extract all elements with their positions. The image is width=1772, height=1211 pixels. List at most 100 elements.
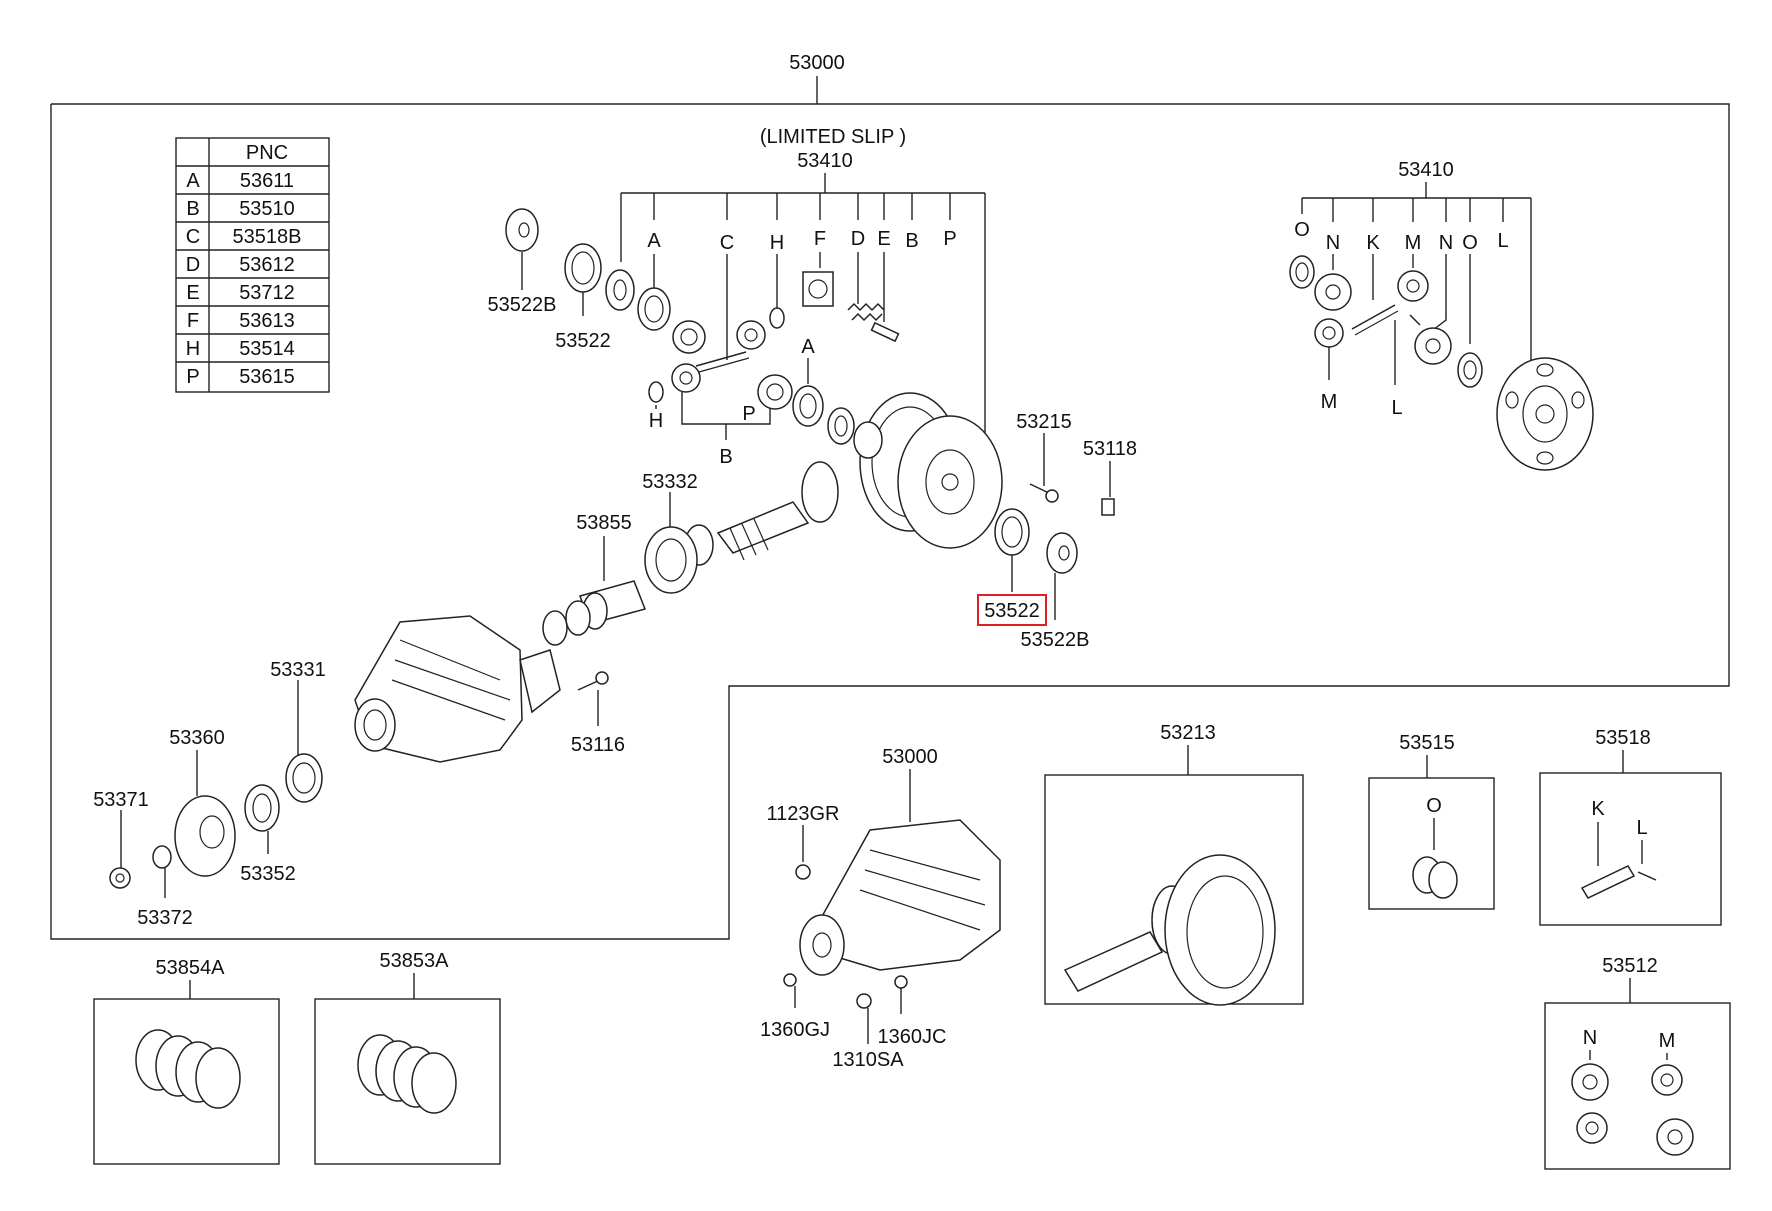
highlight-box-53522 <box>977 594 1047 626</box>
std-pin-l[interactable] <box>1409 314 1421 326</box>
label-53512[interactable]: 53512 <box>1602 955 1658 977</box>
label-53854a[interactable]: 53854A <box>156 957 226 979</box>
label-53000-top[interactable]: 53000 <box>789 52 845 74</box>
lsd-shim-h-lower[interactable] <box>648 381 664 403</box>
gear-kit-side-gear-2[interactable] <box>1656 1118 1694 1156</box>
std-lower-letter-m: M <box>1321 391 1338 413</box>
label-53371[interactable]: 53371 <box>93 789 149 811</box>
label-53410-lsd[interactable]: 53410 <box>797 150 853 172</box>
lsd-clutch-plate-a2[interactable] <box>792 385 824 427</box>
lsd-pinion-gear-left[interactable] <box>671 363 701 393</box>
lsd-pinion-shaft[interactable] <box>695 351 747 367</box>
std-thrust-washer-o2[interactable] <box>1457 352 1483 388</box>
bearing-53332[interactable] <box>644 526 698 594</box>
carrier-housing[interactable] <box>354 615 523 763</box>
gear-kit-pinion-2[interactable] <box>1576 1112 1608 1144</box>
label-53352[interactable]: 53352 <box>240 863 296 885</box>
lsd-spring-d[interactable] <box>847 302 885 312</box>
lsd-pin-e[interactable] <box>870 321 900 343</box>
label-53360[interactable]: 53360 <box>169 727 225 749</box>
pnc-value-f[interactable]: 53613 <box>239 310 295 332</box>
bearing-53522-right[interactable] <box>994 508 1030 556</box>
pnc-header: PNC <box>246 142 288 164</box>
nut-1360gj[interactable] <box>783 973 797 987</box>
oil-seal-53352[interactable] <box>244 784 280 832</box>
std-letter-k: K <box>1366 232 1380 254</box>
label-53118[interactable]: 53118 <box>1083 438 1137 460</box>
label-53853a[interactable]: 53853A <box>380 950 450 972</box>
std-pinion-m1[interactable] <box>1397 270 1429 302</box>
lsd-block-f[interactable] <box>802 271 834 307</box>
flange-53360[interactable] <box>174 795 236 877</box>
drive-pinion-shaft[interactable] <box>716 501 810 554</box>
label-53000-carrier[interactable]: 53000 <box>882 746 938 768</box>
washer-53522b-left[interactable] <box>505 208 539 252</box>
pnc-key-b: B <box>186 198 199 220</box>
label-53213[interactable]: 53213 <box>1160 722 1216 744</box>
lsd-clutch-plate-a[interactable] <box>637 287 671 331</box>
pnc-value-a[interactable]: 53611 <box>240 170 294 192</box>
lsd-letter-f: F <box>814 228 826 250</box>
pnc-value-c[interactable]: 53518B <box>233 226 302 248</box>
lsd-lower-letter-a: A <box>801 336 815 358</box>
lsd-thrust-washer-right[interactable] <box>827 407 855 445</box>
label-53332[interactable]: 53332 <box>642 471 698 493</box>
label-1360jc[interactable]: 1360JC <box>878 1026 947 1048</box>
label-53116[interactable]: 53116 <box>571 734 625 756</box>
pnc-value-b[interactable]: 53510 <box>239 198 295 220</box>
label-53518[interactable]: 53518 <box>1595 727 1651 749</box>
label-53522b-left[interactable]: 53522B <box>488 294 557 316</box>
gear-kit-side-gear-1[interactable] <box>1571 1063 1609 1101</box>
gear-set-pinion-shaft[interactable] <box>1063 931 1164 992</box>
spacer-ring[interactable] <box>542 610 568 646</box>
pnc-key-a: A <box>186 170 200 192</box>
lsd-side-gear-right[interactable] <box>736 320 766 350</box>
label-1123gr[interactable]: 1123GR <box>766 803 839 825</box>
std-side-gear-n2[interactable] <box>1414 327 1452 365</box>
nut-1310sa[interactable] <box>856 993 872 1009</box>
label-53855[interactable]: 53855 <box>576 512 632 534</box>
std-side-gear-n1[interactable] <box>1314 273 1352 311</box>
label-53215[interactable]: 53215 <box>1016 411 1072 433</box>
label-53522b-right[interactable]: 53522B <box>1021 629 1090 651</box>
front-pinion-group: 53331 53352 53360 53371 53372 <box>93 659 326 929</box>
std-diff-case[interactable] <box>1496 357 1594 471</box>
shaft-set-pin[interactable] <box>1637 871 1657 881</box>
carrier-assembly-housing[interactable] <box>819 819 1001 971</box>
nut-53371[interactable] <box>109 867 131 889</box>
nut-1360jc[interactable] <box>894 975 908 989</box>
lsd-lower-letter-b: B <box>719 446 732 468</box>
pnc-value-h[interactable]: 53514 <box>239 338 295 360</box>
label-53410-std[interactable]: 53410 <box>1398 159 1454 181</box>
label-1310sa[interactable]: 1310SA <box>832 1049 904 1071</box>
lsd-side-gear-left[interactable] <box>672 320 706 354</box>
gear-kit-pinion-1[interactable] <box>1651 1064 1683 1096</box>
pnc-value-e[interactable]: 53712 <box>239 282 295 304</box>
std-letter-n1: N <box>1326 232 1340 254</box>
std-pinion-m2[interactable] <box>1314 318 1344 348</box>
lsd-pinion-gear-right[interactable] <box>757 374 793 410</box>
shaft-set-pinion-shaft[interactable] <box>1580 865 1636 899</box>
pnc-value-p[interactable]: 53615 <box>239 366 295 388</box>
label-53522-left[interactable]: 53522 <box>555 330 611 352</box>
bearing-53522-left[interactable] <box>564 243 602 293</box>
bearing-53331[interactable] <box>285 753 323 803</box>
lsd-shim-h[interactable] <box>769 307 785 329</box>
label-53522-right[interactable]: 53522 <box>984 600 1040 622</box>
clip-53118[interactable] <box>1101 498 1115 516</box>
washer-53522b-right[interactable] <box>1046 532 1078 574</box>
lsd-letter-b: B <box>905 230 918 252</box>
label-53372[interactable]: 53372 <box>137 907 193 929</box>
std-shaft-k[interactable] <box>1351 304 1396 330</box>
shaft-set-53518: 53518 K L <box>1539 727 1722 926</box>
pnc-value-d[interactable]: 53612 <box>239 254 295 276</box>
lsd-thrust-washer[interactable] <box>605 269 635 311</box>
label-53515[interactable]: 53515 <box>1399 732 1455 754</box>
lsd-case-body[interactable] <box>897 415 1003 549</box>
gear-set-ring-gear[interactable] <box>1164 854 1276 1006</box>
label-53331[interactable]: 53331 <box>270 659 326 681</box>
washer-53372[interactable] <box>152 845 172 869</box>
std-thrust-washer-o1[interactable] <box>1289 255 1315 289</box>
label-1360gj[interactable]: 1360GJ <box>760 1019 830 1041</box>
